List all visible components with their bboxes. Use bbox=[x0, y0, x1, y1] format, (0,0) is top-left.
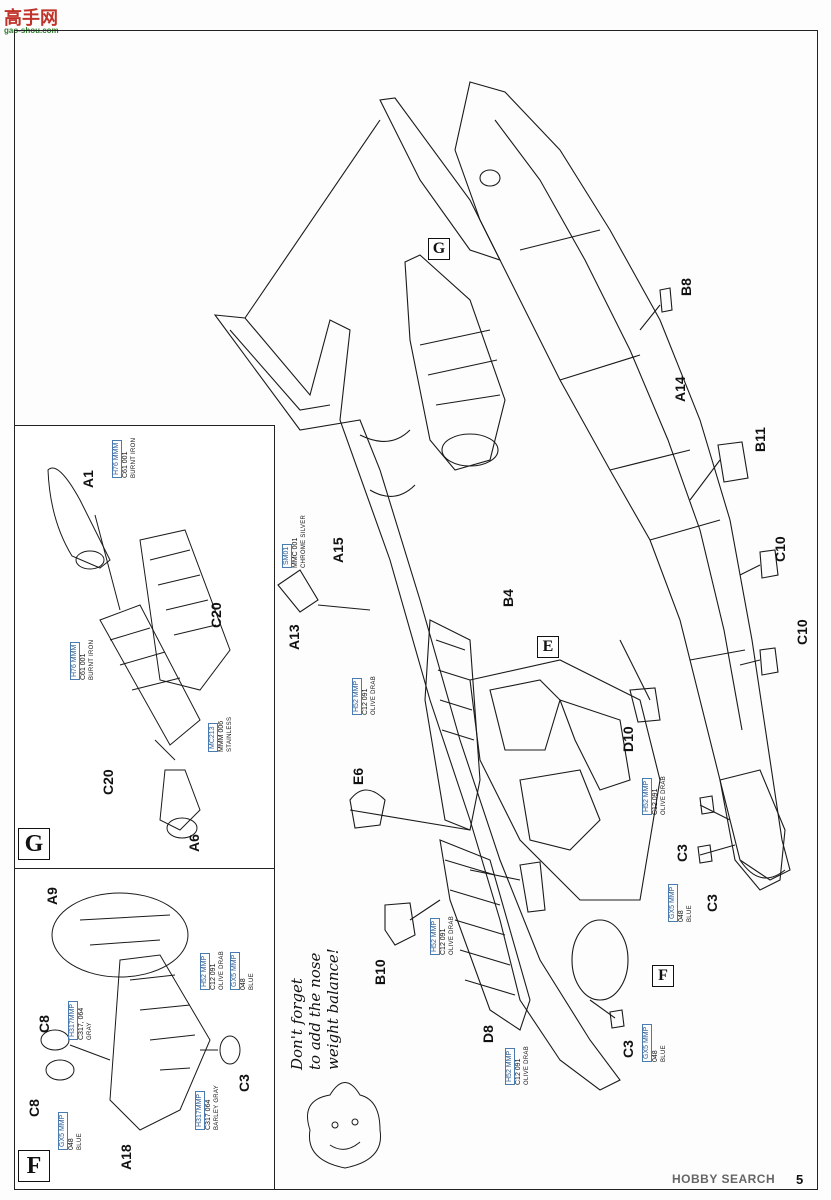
part-label-c3: C3 bbox=[236, 1074, 252, 1092]
part-label-c10: C10 bbox=[794, 619, 810, 645]
part-label-c3: C3 bbox=[674, 844, 690, 862]
paint-callout: GX5 MMP 048 BLUE bbox=[230, 950, 256, 990]
section-g-marker: G bbox=[428, 238, 450, 260]
page-number: 5 bbox=[796, 1172, 804, 1187]
paint-callout: GX5 MMP 048 BLUE bbox=[58, 1110, 84, 1150]
paint-callout: GX5 MMP 048 BLUE bbox=[668, 882, 694, 922]
paint-callout: H52 MMP C12 091 OLIVE DRAB bbox=[430, 915, 455, 955]
paint-callout: H52 MMP C12 091 OLIVE DRAB bbox=[505, 1045, 530, 1085]
part-label-c20: C20 bbox=[208, 602, 224, 628]
part-label-b11: B11 bbox=[752, 427, 768, 452]
part-label-a6: A6 bbox=[186, 834, 202, 852]
paint-callout: SM01 MMC 001 CHROME SILVER bbox=[282, 514, 307, 568]
paint-callout: H317MMP C317, 064 GRAY bbox=[68, 999, 94, 1040]
part-label-e6: E6 bbox=[350, 767, 366, 785]
part-label-a1: A1 bbox=[80, 470, 96, 488]
part-label-b4: B4 bbox=[500, 589, 516, 607]
part-label-a18: A18 bbox=[118, 1144, 134, 1170]
hobby-search-watermark: HOBBY SEARCH bbox=[672, 1172, 776, 1186]
paint-callout: H76 MMM C61 001 BURNT IRON bbox=[70, 639, 95, 680]
inset-g-title: G bbox=[18, 828, 50, 860]
part-label-d8: D8 bbox=[480, 1025, 496, 1043]
paint-callout: GX5 MMP 048 BLUE bbox=[642, 1022, 668, 1062]
site-logo: 高手网 bbox=[4, 8, 58, 28]
part-label-a9: A9 bbox=[44, 887, 60, 905]
part-label-b8: B8 bbox=[678, 278, 694, 296]
nose-weight-note: Don't forget to add the nose weight bala… bbox=[288, 948, 342, 1070]
paint-callout: H76 MMM C61 001 BURNT IRON bbox=[112, 437, 137, 478]
part-label-c20: C20 bbox=[100, 769, 116, 795]
inset-panel-g bbox=[14, 425, 275, 869]
paint-callout: H52 MMP C12 091 OLIVE DRAB bbox=[352, 675, 377, 715]
paint-callout: H52 MMP C12 091 OLIVE DRAB bbox=[200, 950, 225, 990]
part-label-c8: C8 bbox=[36, 1015, 52, 1033]
part-label-c10: C10 bbox=[772, 536, 788, 562]
part-label-c3: C3 bbox=[704, 894, 720, 912]
section-e-marker: E bbox=[537, 636, 559, 658]
paint-callout: H317MMP C317 064 BARLEY GRAY bbox=[195, 1084, 220, 1130]
inset-panel-f bbox=[14, 868, 275, 1190]
part-label-a14: A14 bbox=[672, 376, 688, 402]
part-label-a13: A13 bbox=[286, 624, 302, 650]
part-label-d10: D10 bbox=[620, 726, 636, 752]
part-label-a15: A15 bbox=[330, 537, 346, 563]
part-label-c3: C3 bbox=[620, 1040, 636, 1058]
part-label-b10: B10 bbox=[372, 959, 388, 985]
inset-f-title: F bbox=[18, 1150, 50, 1182]
paint-callout: MC213 MMM 006 STAINLESS bbox=[208, 716, 233, 752]
section-f-marker: F bbox=[652, 965, 674, 987]
paint-callout: H52 MMP C12 091 OLIVE DRAB bbox=[642, 775, 667, 815]
part-label-c8: C8 bbox=[26, 1099, 42, 1117]
